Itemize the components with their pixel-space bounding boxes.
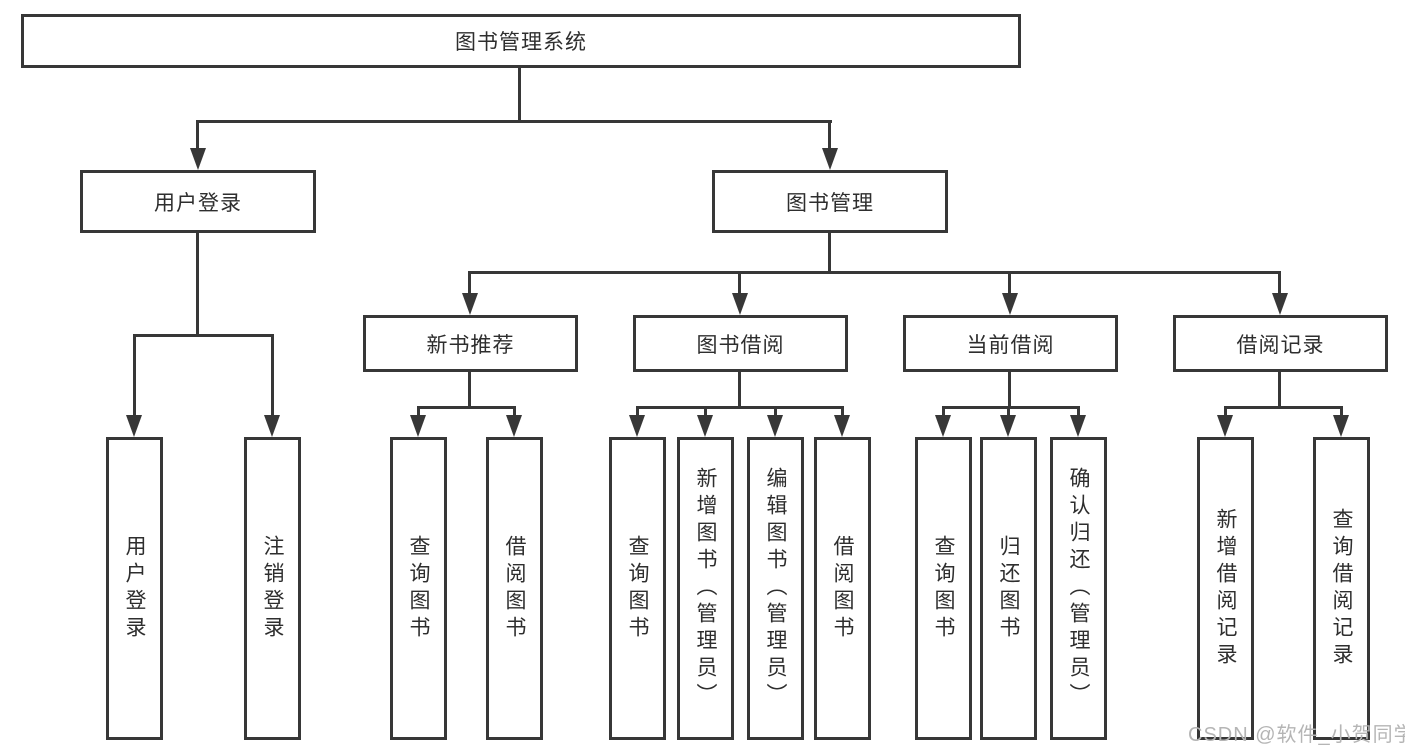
node-user-login: 用户登录: [80, 170, 316, 233]
leaf-query-books-newbooks: 查询图书: [390, 437, 447, 740]
leaf-borrow-books-newbooks-label: 借阅图书: [503, 534, 526, 643]
node-borrow-records-label: 借阅记录: [1236, 333, 1325, 357]
node-user-login-label: 用户登录: [154, 191, 242, 215]
connector-bookborrow-drop-3: [774, 406, 777, 418]
node-root: 图书管理系统: [21, 14, 1021, 68]
arrowhead-down-icon: [1333, 415, 1349, 437]
connector-borrowrecords-bus: [1224, 406, 1343, 409]
node-root-label: 图书管理系统: [455, 31, 587, 54]
leaf-query-books-newbooks-label: 查询图书: [407, 534, 430, 643]
leaf-logout: 注销登录: [244, 437, 301, 740]
connector-level2-drop-left: [196, 120, 199, 150]
arrowhead-down-icon: [732, 293, 748, 315]
leaf-user-login: 用户登录: [106, 437, 163, 740]
node-book-management: 图书管理: [712, 170, 948, 233]
arrowhead-down-icon: [410, 415, 426, 437]
connector-level2-drop-right: [828, 120, 831, 150]
arrowhead-down-icon: [834, 415, 850, 437]
leaf-borrow-books-newbooks: 借阅图书: [486, 437, 543, 740]
arrowhead-down-icon: [264, 415, 280, 437]
connector-userlogin-bus: [133, 334, 274, 337]
leaf-query-books-currentborrow: 查询图书: [915, 437, 972, 740]
leaf-return-books-label: 归还图书: [997, 534, 1020, 643]
arrowhead-down-icon: [822, 148, 838, 170]
leaf-add-book-admin-label: 新增图书（管理员）: [694, 467, 717, 710]
connector-borrowrecords-drop-2: [1340, 406, 1343, 418]
arrowhead-down-icon: [1070, 415, 1086, 437]
node-borrow-records: 借阅记录: [1173, 315, 1388, 372]
connector-bookmgmt-stem: [828, 233, 831, 274]
connector-borrowrecords-drop-1: [1224, 406, 1227, 418]
connector-level3-drop-4: [1278, 271, 1281, 296]
connector-bookborrow-drop-2: [704, 406, 707, 418]
connector-bookborrow-drop-1: [636, 406, 639, 418]
arrowhead-down-icon: [697, 415, 713, 437]
connector-newbooks-bus: [417, 406, 516, 409]
connector-userlogin-stem: [196, 233, 199, 337]
connector-root-stem: [518, 67, 521, 122]
arrowhead-down-icon: [1002, 293, 1018, 315]
leaf-confirm-return-admin: 确认归还（管理员）: [1050, 437, 1107, 740]
connector-currentborrow-bus: [942, 406, 1080, 409]
arrowhead-down-icon: [126, 415, 142, 437]
connector-level3-drop-3: [1008, 271, 1011, 296]
connector-newbooks-drop-1: [417, 406, 420, 418]
connector-currentborrow-stem: [1008, 372, 1011, 409]
connector-bookborrow-stem: [738, 372, 741, 409]
arrowhead-down-icon: [629, 415, 645, 437]
csdn-watermark: CSDN @软件_小贺同学: [1188, 724, 1405, 746]
leaf-add-borrow-record: 新增借阅记录: [1197, 437, 1254, 740]
arrowhead-down-icon: [767, 415, 783, 437]
leaf-query-books-currentborrow-label: 查询图书: [932, 534, 955, 643]
arrowhead-down-icon: [935, 415, 951, 437]
leaf-user-login-label: 用户登录: [123, 534, 146, 643]
connector-bookborrow-bus: [636, 406, 844, 409]
leaf-confirm-return-admin-label: 确认归还（管理员）: [1067, 467, 1090, 710]
node-book-management-label: 图书管理: [786, 191, 874, 215]
leaf-query-borrow-record-label: 查询借阅记录: [1330, 507, 1353, 670]
leaf-logout-label: 注销登录: [261, 534, 284, 643]
leaf-add-book-admin: 新增图书（管理员）: [677, 437, 734, 740]
connector-level3-bus: [468, 271, 1281, 274]
leaf-edit-book-admin-label: 编辑图书（管理员）: [764, 467, 787, 710]
node-book-borrow: 图书借阅: [633, 315, 848, 372]
arrowhead-down-icon: [506, 415, 522, 437]
leaf-borrow-books-bookborrow: 借阅图书: [814, 437, 871, 740]
connector-level3-drop-2: [738, 271, 741, 296]
node-new-book-recommend-label: 新书推荐: [426, 333, 515, 357]
connector-bookborrow-drop-4: [841, 406, 844, 418]
connector-newbooks-drop-2: [513, 406, 516, 418]
arrowhead-down-icon: [1217, 415, 1233, 437]
leaf-query-borrow-record: 查询借阅记录: [1313, 437, 1370, 740]
arrowhead-down-icon: [190, 148, 206, 170]
arrowhead-down-icon: [1272, 293, 1288, 315]
leaf-query-books-bookborrow-label: 查询图书: [626, 534, 649, 643]
connector-userlogin-drop-1: [133, 334, 136, 418]
connector-currentborrow-drop-2: [1007, 406, 1010, 418]
node-current-borrow-label: 当前借阅: [966, 333, 1055, 357]
arrowhead-down-icon: [462, 293, 478, 315]
leaf-return-books: 归还图书: [980, 437, 1037, 740]
connector-newbooks-stem: [468, 372, 471, 409]
leaf-edit-book-admin: 编辑图书（管理员）: [747, 437, 804, 740]
leaf-query-books-bookborrow: 查询图书: [609, 437, 666, 740]
leaf-add-borrow-record-label: 新增借阅记录: [1214, 507, 1237, 670]
connector-currentborrow-drop-3: [1077, 406, 1080, 418]
leaf-borrow-books-bookborrow-label: 借阅图书: [831, 534, 854, 643]
connector-level3-drop-1: [468, 271, 471, 296]
connector-currentborrow-drop-1: [942, 406, 945, 418]
connector-userlogin-drop-2: [271, 334, 274, 418]
node-book-borrow-label: 图书借阅: [696, 333, 785, 357]
arrowhead-down-icon: [1000, 415, 1016, 437]
connector-level2-bus: [196, 120, 832, 123]
node-new-book-recommend: 新书推荐: [363, 315, 578, 372]
connector-borrowrecords-stem: [1278, 372, 1281, 409]
node-current-borrow: 当前借阅: [903, 315, 1118, 372]
